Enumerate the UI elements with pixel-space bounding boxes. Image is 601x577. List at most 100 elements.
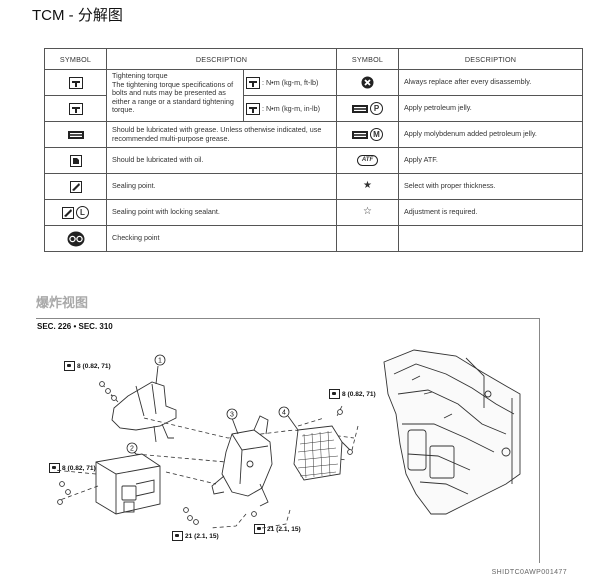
description-cell: Checking point	[105, 225, 338, 252]
symbol-cell	[44, 147, 107, 174]
description-cell: Apply molybdenum added petroleum jelly.	[398, 121, 584, 148]
tcm-module	[95, 453, 161, 515]
symbol-cell: ☆	[336, 199, 400, 226]
tightening-torque-icon	[254, 524, 265, 534]
table-row: Checking point	[44, 225, 584, 252]
vehicle-body-panel	[383, 349, 521, 515]
callout-3: 3	[226, 408, 238, 420]
mounting-bracket	[211, 415, 273, 507]
checking-point-icon	[67, 231, 84, 246]
symbol-table: SYMBOL DESCRIPTION SYMBOL DESCRIPTION Ti…	[44, 48, 584, 252]
table-row: Should be lubricated with grease. Unless…	[44, 121, 584, 148]
star-filled-icon: ★	[363, 180, 372, 192]
description-cell: Always replace after every disassembly.	[398, 69, 584, 96]
exploded-view-diagram: 1 2 3 4	[53, 349, 521, 529]
torque-label: 8 (0.82, 71)	[49, 463, 96, 473]
figure-code: SHIDTC0AWP001477	[491, 569, 567, 576]
page-title: TCM - 分解图	[32, 7, 123, 24]
callout-1-label: 1	[158, 358, 162, 365]
symbol-cell	[336, 225, 400, 252]
torque-label: 21 (2.1, 15)	[172, 531, 219, 541]
description-cell	[398, 225, 584, 252]
tightening-torque-icon	[246, 76, 260, 89]
molybdenum-m-icon: M	[370, 128, 384, 141]
torque-unit-inlb: : N•m (kg-m, in-lb)	[262, 103, 321, 113]
callout-2-label: 2	[130, 446, 134, 453]
callout-3-label: 3	[230, 412, 234, 419]
section-title: 爆炸视图	[36, 295, 89, 310]
locking-l-icon: L	[76, 206, 89, 219]
symbol-cell	[336, 69, 400, 96]
description-cell: Select with proper thickness.	[398, 173, 584, 200]
oil-icon	[69, 154, 82, 167]
table-row: Sealing point. ★ Select with proper thic…	[44, 173, 584, 200]
symbol-cell: P	[336, 95, 400, 122]
symbol-cell	[44, 173, 107, 200]
symbol-cell: L	[44, 199, 107, 226]
symbol-header-right: SYMBOL	[336, 48, 400, 70]
torque-value: 8 (0.82, 71)	[342, 390, 376, 398]
table-row: L Sealing point with locking sealant. ☆ …	[44, 199, 584, 226]
sealing-locking-icon	[62, 206, 74, 219]
tightening-torque-icon	[246, 102, 260, 115]
description-cell: Apply petroleum jelly.	[398, 95, 584, 122]
table-header-row: SYMBOL DESCRIPTION SYMBOL DESCRIPTION	[44, 48, 584, 70]
description-cell: Sealing point.	[105, 173, 338, 200]
torque-unit-ftlb: : N•m (kg-m, ft-lb)	[262, 77, 319, 87]
torque-label: 21 (2.1, 15)	[254, 524, 301, 534]
symbol-cell	[44, 121, 107, 148]
table-row: Should be lubricated with oil. ATF Apply…	[44, 147, 584, 174]
torque-label: 8 (0.82, 71)	[329, 389, 376, 399]
description-cell: Should be lubricated with oil.	[105, 147, 338, 174]
tightening-torque-icon	[172, 531, 183, 541]
diagram-border-top	[36, 318, 540, 319]
tightening-torque-icon	[49, 463, 60, 473]
atf-label: ATF	[361, 157, 374, 163]
callout-1: 1	[154, 354, 166, 366]
heat-shield	[293, 425, 351, 481]
star-outline-icon: ☆	[363, 206, 372, 218]
callout-4: 4	[278, 406, 290, 418]
tightening-torque-icon	[68, 102, 83, 115]
grease-icon	[67, 130, 84, 139]
callout-2: 2	[126, 442, 138, 454]
torque-value: 8 (0.82, 71)	[62, 464, 96, 472]
petroleum-p-icon: P	[370, 102, 384, 115]
description-cell: Sealing point with locking sealant.	[105, 199, 338, 226]
symbol-cell: ATF	[336, 147, 400, 174]
atf-icon: ATF	[356, 155, 379, 166]
tightening-torque-icon	[329, 389, 340, 399]
torque-value: 8 (0.82, 71)	[77, 362, 111, 370]
symbol-cell: ★	[336, 173, 400, 200]
always-replace-icon	[361, 76, 374, 89]
torque-unit-ftlb-cell: : N•m (kg-m, ft-lb)	[242, 69, 338, 96]
torque-unit-inlb-cell: : N•m (kg-m, in-lb)	[242, 95, 338, 122]
symbol-header: SYMBOL	[44, 48, 107, 70]
molybdenum-grease-icon	[352, 130, 369, 139]
symbol-cell	[44, 95, 107, 122]
description-header: DESCRIPTION	[105, 48, 338, 70]
sec-reference: SEC. 226 • SEC. 310	[37, 322, 113, 331]
m-letter: M	[373, 130, 380, 139]
tcm-bracket	[111, 381, 177, 443]
tightening-torque-description: Tightening torque The tightening torque …	[106, 69, 244, 122]
p-letter: P	[373, 104, 380, 113]
sealing-point-icon	[69, 180, 82, 193]
description-cell: Adjustment is required.	[398, 199, 584, 226]
table-row: Tightening torque The tightening torque …	[44, 69, 584, 122]
description-cell: Should be lubricated with grease. Unless…	[105, 121, 338, 148]
symbol-cell	[44, 225, 107, 252]
diagram-border-right	[539, 318, 540, 563]
petroleum-jelly-icon	[352, 104, 369, 113]
symbol-cell: M	[336, 121, 400, 148]
torque-value: 21 (2.1, 15)	[267, 525, 301, 533]
description-header-right: DESCRIPTION	[398, 48, 584, 70]
tightening-torque-icon	[68, 76, 83, 89]
torque-label: 8 (0.82, 71)	[64, 361, 111, 371]
description-cell: Apply ATF.	[398, 147, 584, 174]
torque-value: 21 (2.1, 15)	[185, 532, 219, 540]
tightening-torque-icon	[64, 361, 75, 371]
callout-4-label: 4	[282, 410, 286, 417]
symbol-cell	[44, 69, 107, 96]
l-letter: L	[80, 208, 85, 217]
